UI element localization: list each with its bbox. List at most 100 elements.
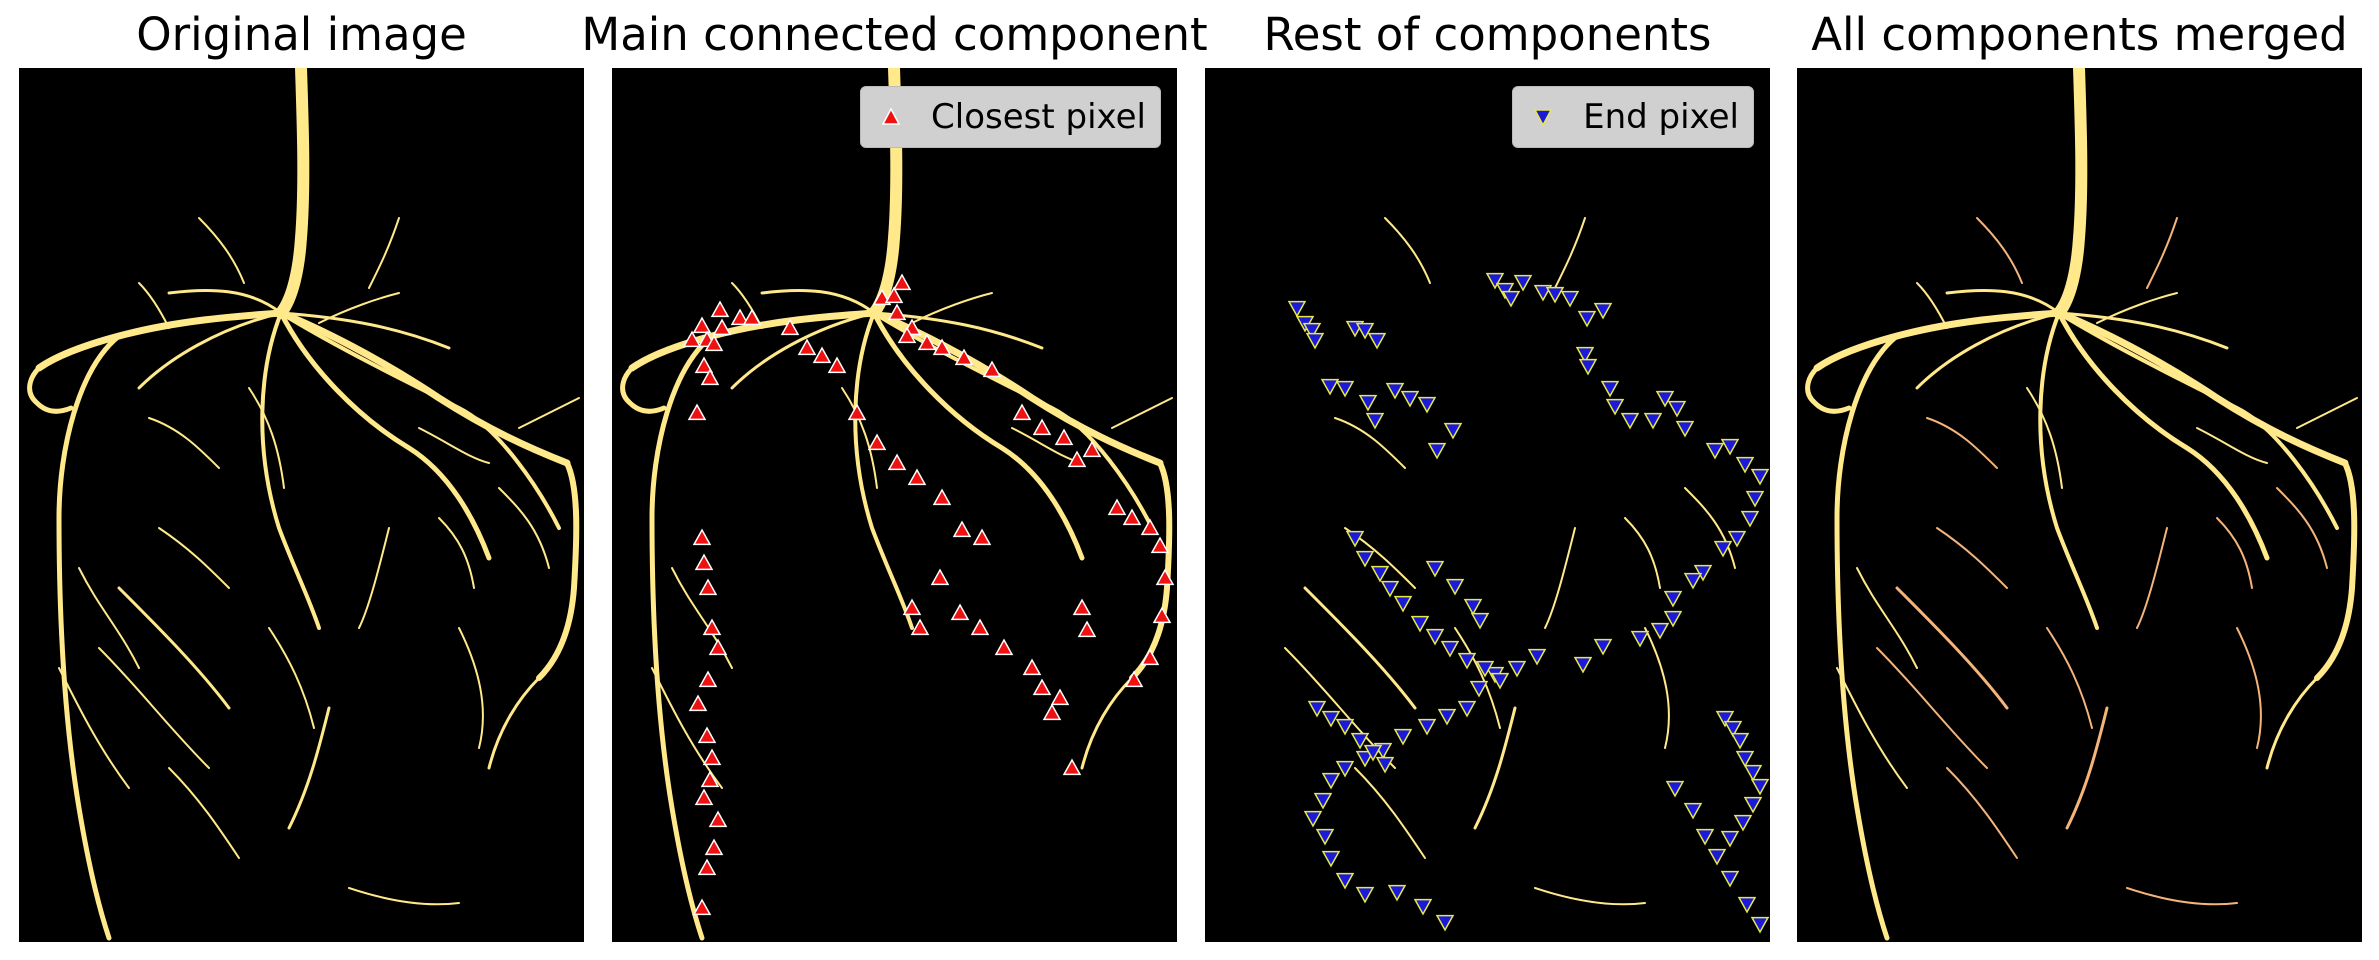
end-pixel-marker bbox=[1443, 422, 1463, 440]
end-pixel-marker bbox=[1693, 564, 1713, 582]
end-pixel-marker bbox=[1675, 420, 1695, 438]
closest-pixel-marker bbox=[697, 726, 717, 744]
legend: Closest pixel bbox=[860, 86, 1161, 148]
closest-pixel-marker bbox=[892, 273, 912, 291]
end-pixel-marker bbox=[1495, 282, 1515, 300]
component-root-segment bbox=[1354, 767, 1426, 859]
closest-pixel-marker bbox=[1022, 658, 1042, 676]
end-pixel-marker bbox=[1575, 346, 1595, 364]
closest-pixel-marker bbox=[1067, 450, 1087, 468]
closest-pixel-marker bbox=[932, 488, 952, 506]
component-root-segment bbox=[2046, 627, 2093, 729]
component-root-segment bbox=[1876, 647, 1988, 769]
closest-pixel-marker bbox=[708, 810, 728, 828]
closest-pixel-marker bbox=[692, 898, 712, 916]
end-pixel-marker bbox=[1545, 286, 1565, 304]
closest-pixel-marker bbox=[907, 468, 927, 486]
end-pixel-marker bbox=[1355, 322, 1375, 340]
end-pixel-marker bbox=[1705, 442, 1725, 460]
main-root-segment bbox=[56, 333, 122, 941]
red-up-triangle-marker-icon bbox=[881, 107, 901, 125]
end-pixel-marker bbox=[1715, 710, 1735, 728]
closest-pixel-marker bbox=[712, 318, 732, 336]
closest-pixel-marker bbox=[954, 348, 974, 366]
end-pixel-marker bbox=[1605, 398, 1625, 416]
main-root-segment bbox=[2265, 676, 2319, 770]
end-pixel-marker bbox=[1745, 490, 1765, 508]
end-pixel-marker bbox=[1320, 378, 1340, 396]
component-root-segment bbox=[1946, 767, 2018, 859]
end-pixel-marker bbox=[1345, 530, 1365, 548]
end-pixel-marker bbox=[1470, 612, 1490, 630]
end-pixel-marker bbox=[1410, 615, 1430, 633]
component-root-segment bbox=[2216, 517, 2253, 589]
closest-pixel-marker bbox=[827, 356, 847, 374]
end-pixel-marker bbox=[1475, 660, 1495, 678]
panel-title: Rest of components bbox=[1263, 8, 1712, 61]
end-pixel-marker bbox=[1469, 680, 1489, 698]
end-pixel-marker bbox=[1321, 710, 1341, 728]
closest-pixel-marker bbox=[952, 520, 972, 538]
end-pixel-marker bbox=[1730, 732, 1750, 750]
end-pixel-marker bbox=[1358, 394, 1378, 412]
component-root-segment bbox=[368, 217, 400, 289]
end-pixel-marker bbox=[1303, 810, 1323, 828]
closest-pixel-marker bbox=[1122, 508, 1142, 526]
image-frame bbox=[1797, 68, 2362, 942]
main-root-segment bbox=[2196, 427, 2268, 464]
component-root-segment bbox=[1895, 586, 2009, 710]
closest-pixel-marker bbox=[698, 578, 718, 596]
end-pixel-marker bbox=[1600, 380, 1620, 398]
end-pixel-marker bbox=[1513, 274, 1533, 292]
end-pixel-marker bbox=[1533, 284, 1553, 302]
main-root-segment bbox=[1916, 282, 1948, 329]
closest-pixel-marker bbox=[692, 316, 712, 334]
main-root-segment bbox=[260, 311, 321, 630]
image-frame: End pixel bbox=[1205, 68, 1770, 942]
component-root-segment bbox=[1534, 887, 1646, 906]
end-pixel-marker bbox=[1750, 468, 1770, 486]
main-root-segment bbox=[1834, 333, 1900, 941]
component-root-segment bbox=[268, 627, 315, 729]
closest-pixel-marker bbox=[688, 694, 708, 712]
component-root-segment bbox=[2065, 706, 2109, 830]
end-pixel-marker bbox=[1737, 896, 1757, 914]
end-pixel-marker bbox=[1707, 848, 1727, 866]
end-pixel-marker bbox=[1445, 578, 1465, 596]
component-root-segment bbox=[98, 647, 210, 769]
end-pixel-marker bbox=[1427, 442, 1447, 460]
main-root-segment bbox=[58, 667, 130, 789]
closest-pixel-marker bbox=[930, 568, 950, 586]
closest-pixel-marker bbox=[1155, 568, 1175, 586]
main-root-segment bbox=[248, 387, 285, 489]
end-pixel-marker bbox=[1307, 700, 1327, 718]
end-pixel-marker bbox=[1355, 886, 1375, 904]
end-pixel-marker bbox=[1720, 438, 1740, 456]
closest-pixel-marker bbox=[1082, 440, 1102, 458]
main-root-segment bbox=[137, 311, 283, 390]
main-root-segment bbox=[2314, 460, 2358, 681]
main-root-segment bbox=[138, 282, 170, 329]
closest-pixel-marker bbox=[847, 403, 867, 421]
closest-pixel-marker bbox=[994, 638, 1014, 656]
end-pixel-marker bbox=[1387, 884, 1407, 902]
main-root-segment bbox=[279, 311, 451, 350]
end-pixel-marker bbox=[1665, 780, 1685, 798]
root-image bbox=[620, 68, 1175, 941]
main-root-segment bbox=[2053, 68, 2088, 319]
end-pixel-marker bbox=[1335, 760, 1355, 778]
main-root-segment bbox=[2057, 311, 2229, 350]
component-root-segment bbox=[1544, 527, 1576, 629]
main-root-segment bbox=[730, 311, 876, 390]
main-root-segment bbox=[1111, 397, 1173, 429]
end-pixel-marker bbox=[1355, 550, 1375, 568]
end-pixel-marker bbox=[1720, 870, 1740, 888]
root-image bbox=[1805, 68, 2358, 941]
closest-pixel-marker bbox=[872, 288, 892, 306]
legend-label: End pixel bbox=[1583, 97, 1739, 137]
end-pixel-marker bbox=[1367, 332, 1387, 350]
main-root-segment bbox=[2026, 387, 2063, 489]
main-root-segment bbox=[318, 292, 400, 324]
end-pixel-marker bbox=[1370, 565, 1390, 583]
main-root-segment bbox=[760, 288, 876, 315]
